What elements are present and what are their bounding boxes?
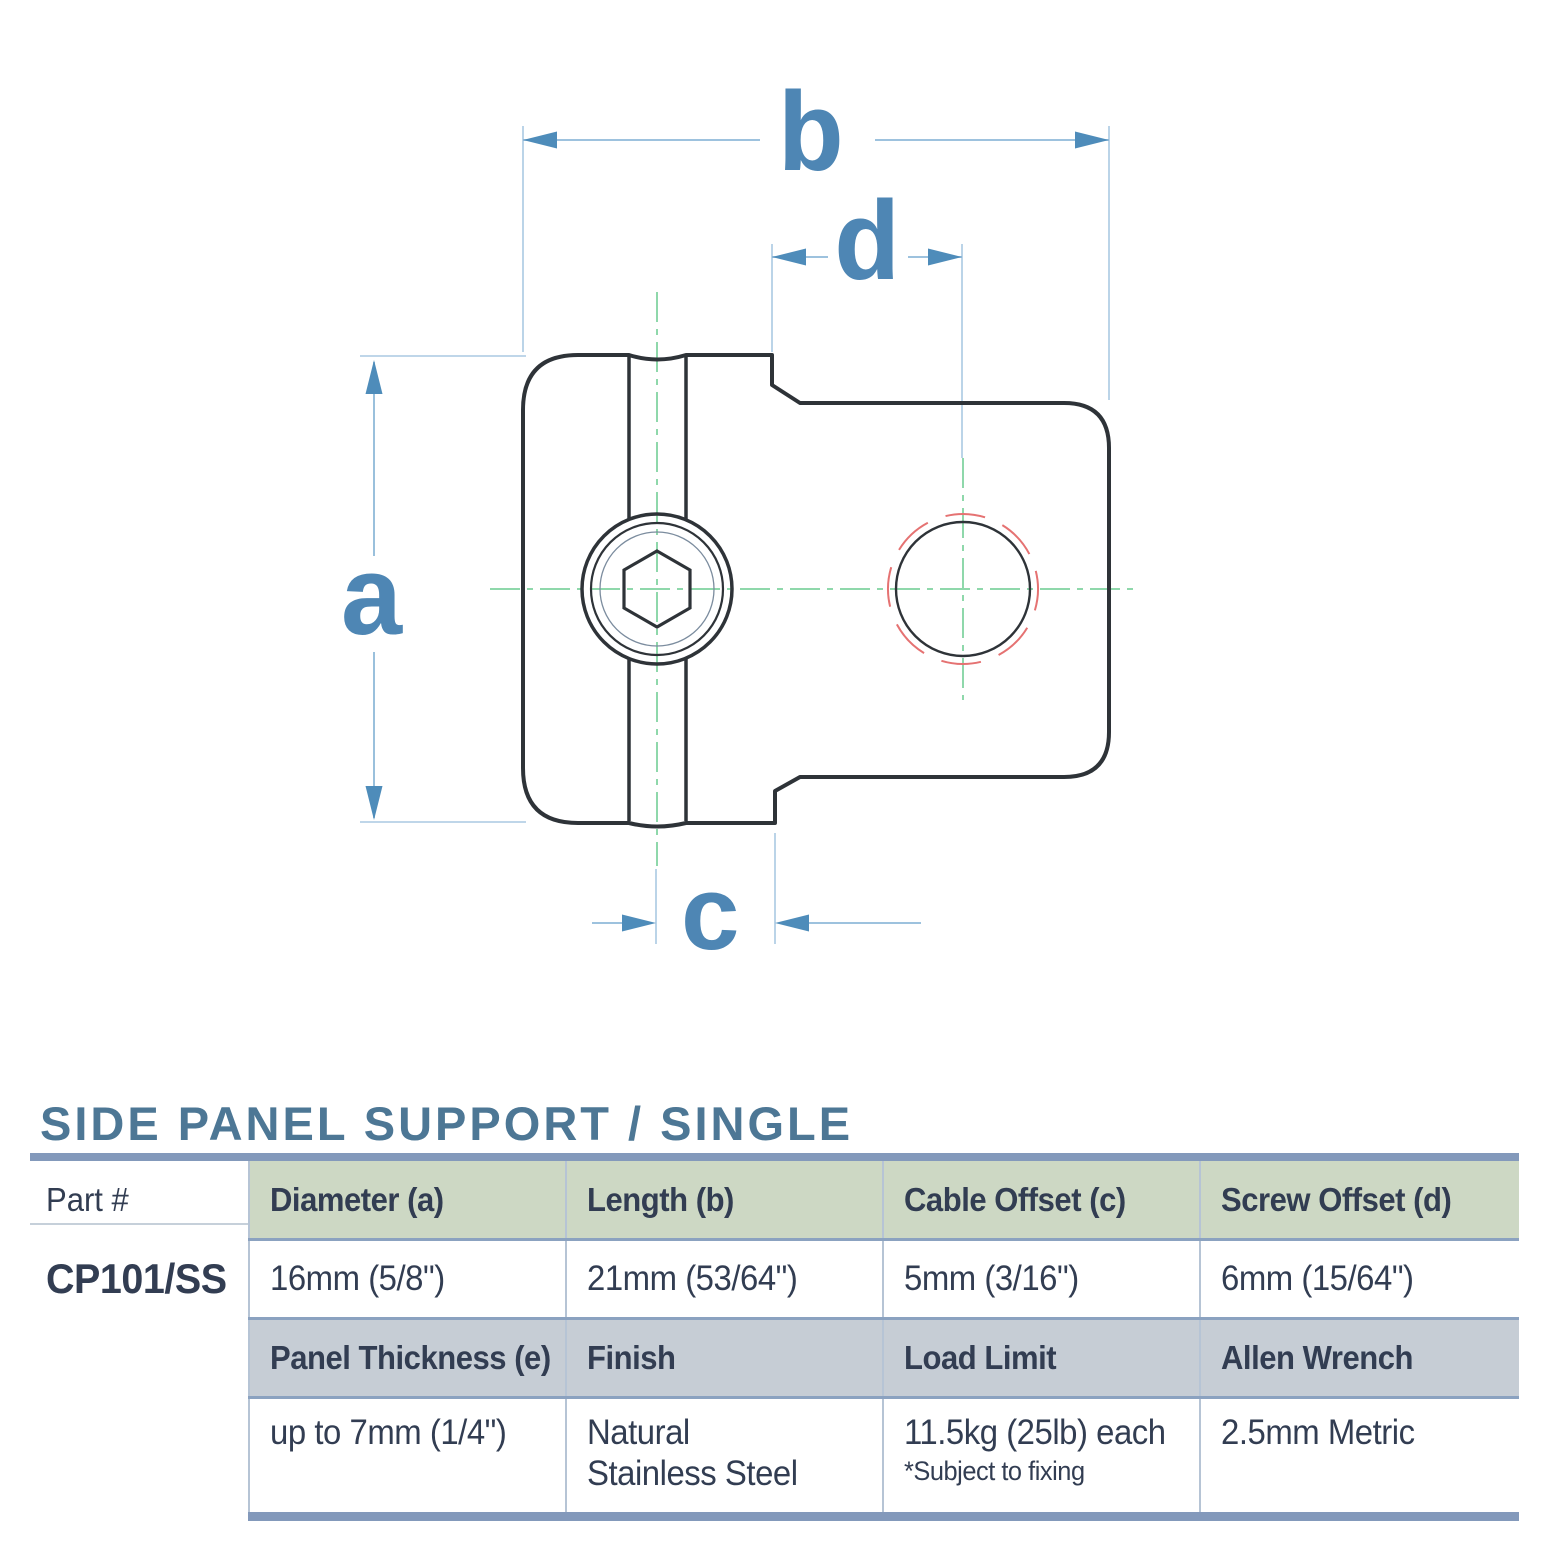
arrow-down-icon <box>365 786 383 820</box>
table-data-row-1: CP101/SS 16mm (5/8") 21mm (53/64") 5mm (… <box>30 1241 1519 1317</box>
header-cell-load-limit: Load Limit <box>882 1320 1199 1396</box>
dimension-d: d <box>772 186 962 313</box>
row-separator <box>30 1396 1519 1399</box>
header-cell-allen-wrench: Allen Wrench <box>1199 1320 1519 1396</box>
arrow-right-icon <box>1075 131 1109 149</box>
dim-label-c: c <box>679 862 742 981</box>
header-cell-panel-thickness: Panel Thickness (e) <box>248 1320 565 1396</box>
header-label: Allen Wrench <box>1221 1339 1414 1376</box>
value-cell-length: 21mm (53/64") <box>565 1241 882 1317</box>
value-label: 11.5kg (25lb) each <box>904 1413 1166 1452</box>
table-header-row-1: Part # Diameter (a) Length (b) Cable Off… <box>30 1161 1519 1238</box>
arrow-left-icon <box>775 914 809 932</box>
value-cell-cable-offset: 5mm (3/16") <box>882 1241 1199 1317</box>
value-label: Natural Stainless Steel <box>587 1413 798 1493</box>
table-header-row-2: Panel Thickness (e) Finish Load Limit Al… <box>30 1320 1519 1396</box>
panel-slot-lines <box>627 357 688 821</box>
value-label: 21mm (53/64") <box>587 1259 798 1298</box>
part-outline <box>521 353 1111 829</box>
header-cell-finish: Finish <box>565 1320 882 1396</box>
page-title: SIDE PANEL SUPPORT / SINGLE <box>40 1097 854 1150</box>
value-label: 6mm (15/64") <box>1221 1259 1414 1298</box>
value-label: 5mm (3/16") <box>904 1259 1079 1298</box>
dim-label-d: d <box>833 186 900 313</box>
value-cell-panel-thickness: up to 7mm (1/4") <box>248 1399 565 1512</box>
value-cell-diameter: 16mm (5/8") <box>248 1241 565 1317</box>
hex-socket-icon <box>622 549 692 629</box>
part-header-cell: Part # <box>30 1161 248 1238</box>
table-data-row-2: up to 7mm (1/4") Natural Stainless Steel… <box>30 1399 1519 1512</box>
dimension-b: b <box>523 77 1109 204</box>
arrow-left-icon <box>523 131 557 149</box>
part-header-label: Part # <box>46 1180 129 1218</box>
row-separator <box>30 1317 1519 1320</box>
extension-lines <box>360 126 1110 944</box>
empty-cell <box>30 1399 248 1512</box>
load-limit-note: *Subject to fixing <box>904 1455 1085 1486</box>
header-label: Length (b) <box>587 1180 734 1218</box>
cable-hole-highlight <box>887 513 1039 665</box>
thread-circle <box>599 531 715 647</box>
header-cell-length: Length (b) <box>565 1161 882 1238</box>
value-cell-allen-wrench: 2.5mm Metric <box>1199 1399 1519 1512</box>
spec-table: Part # Diameter (a) Length (b) Cable Off… <box>30 1153 1519 1521</box>
header-label: Finish <box>587 1339 676 1376</box>
value-label: up to 7mm (1/4") <box>270 1413 507 1452</box>
header-label: Diameter (a) <box>270 1180 444 1218</box>
part-column-divider <box>30 1223 248 1225</box>
table-bottom-border <box>30 1512 1519 1521</box>
header-label: Load Limit <box>904 1339 1057 1376</box>
header-label: Panel Thickness (e) <box>270 1339 551 1376</box>
centerlines <box>490 292 1138 866</box>
set-screw-head <box>580 512 734 666</box>
value-cell-finish: Natural Stainless Steel <box>565 1399 882 1512</box>
value-label: 16mm (5/8") <box>270 1259 445 1298</box>
dim-label-a: a <box>338 541 405 668</box>
header-cell-diameter: Diameter (a) <box>248 1161 565 1238</box>
header-label: Screw Offset (d) <box>1221 1180 1452 1218</box>
part-number: CP101/SS <box>46 1255 227 1302</box>
header-cell-screw-offset: Screw Offset (d) <box>1199 1161 1519 1238</box>
header-label: Cable Offset (c) <box>904 1180 1126 1218</box>
arrow-right-icon <box>622 914 656 932</box>
part-number-cell: CP101/SS <box>30 1241 248 1317</box>
row-separator <box>30 1238 1519 1241</box>
cable-hole-circle <box>894 520 1032 658</box>
arrow-left-icon <box>772 248 806 266</box>
dim-label-b: b <box>777 77 844 204</box>
dimension-a: a <box>338 360 406 820</box>
header-cell-cable-offset: Cable Offset (c) <box>882 1161 1199 1238</box>
value-cell-load-limit: 11.5kg (25lb) each *Subject to fixing <box>882 1399 1199 1512</box>
arrow-up-icon <box>365 360 383 394</box>
technical-drawing: b d a c <box>338 77 1138 981</box>
value-label: 2.5mm Metric <box>1221 1413 1415 1452</box>
value-cell-screw-offset: 6mm (15/64") <box>1199 1241 1519 1317</box>
cable-hole <box>887 513 1039 665</box>
table-top-border <box>30 1153 1519 1161</box>
dimension-c: c <box>592 862 921 981</box>
arrow-right-icon <box>928 248 962 266</box>
empty-cell <box>30 1320 248 1396</box>
